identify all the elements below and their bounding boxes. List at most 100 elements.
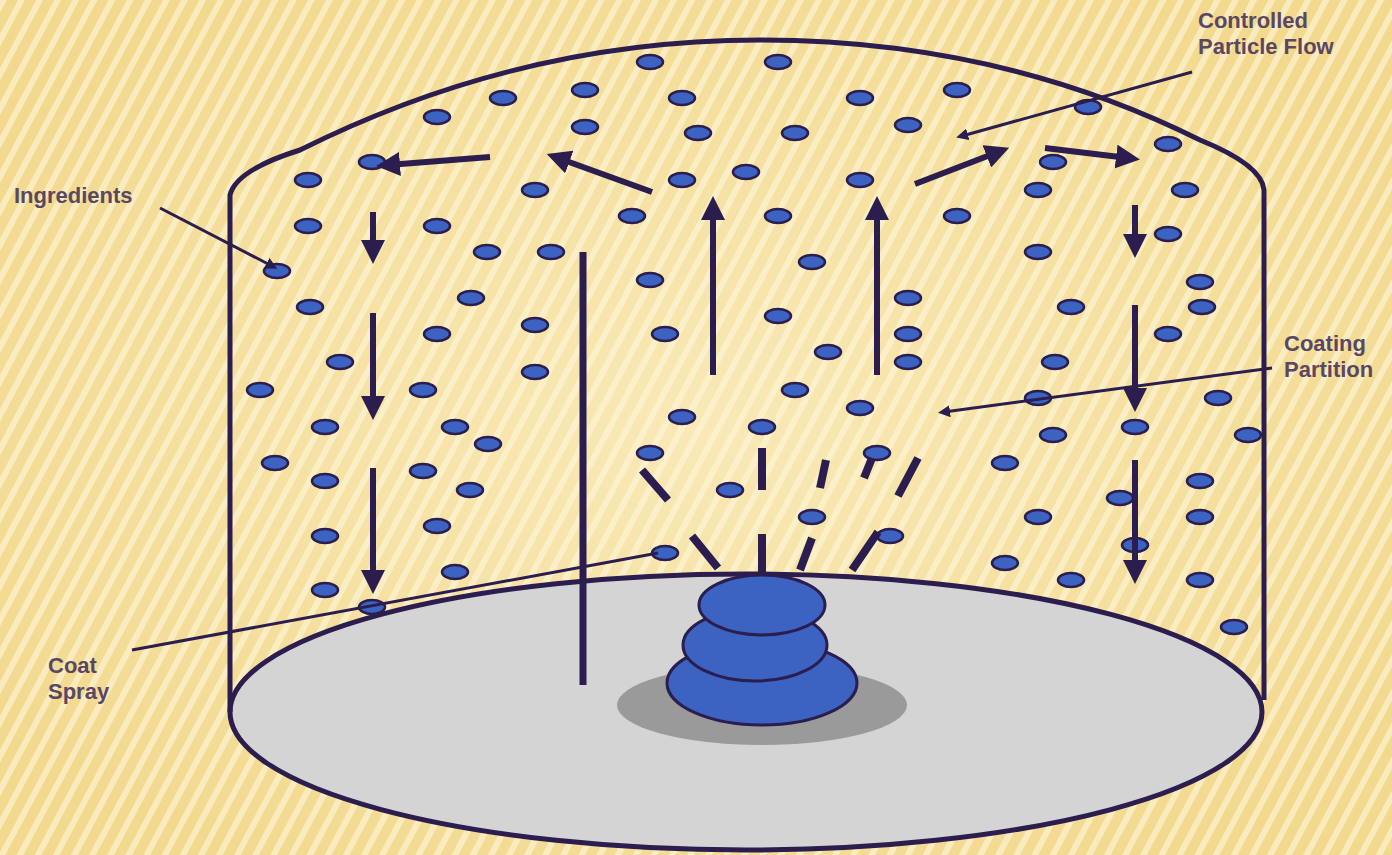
particle [1040,155,1066,169]
particle [1235,428,1261,442]
particle [442,565,468,579]
particle [637,55,663,69]
particle [475,437,501,451]
flow-arrow [370,468,376,582]
particle [1155,137,1181,151]
particle [992,556,1018,570]
flow-arrow [710,208,716,375]
particle [1189,300,1215,314]
spray-nozzle [667,575,857,725]
particle [424,519,450,533]
particle [1155,327,1181,341]
particle [749,420,775,434]
particle [669,173,695,187]
particle [1187,275,1213,289]
particle [1058,300,1084,314]
particle [490,91,516,105]
particle [458,291,484,305]
particle [312,420,338,434]
particle [312,583,338,597]
particle [522,318,548,332]
particle [424,219,450,233]
particle [944,83,970,97]
flow-arrow [370,212,376,252]
particle [619,209,645,223]
particle [327,355,353,369]
particle [799,510,825,524]
particle [572,83,598,97]
particle [1205,391,1231,405]
particle [295,173,321,187]
chamber-floor [230,574,1262,850]
particle [782,126,808,140]
particle [765,55,791,69]
particle [1187,510,1213,524]
particle [297,300,323,314]
particle [1122,420,1148,434]
particle [1040,428,1066,442]
particle [652,327,678,341]
spray-jet [642,470,668,500]
particle [895,291,921,305]
particle [815,345,841,359]
particle [895,355,921,369]
particle [992,456,1018,470]
particle [1025,183,1051,197]
particle [410,464,436,478]
callout-label: Coating Partition [1284,331,1388,383]
callout-label: Coat Spray [48,653,128,705]
flow-arrow [1132,460,1138,572]
flow-arrows [373,148,1135,582]
particle [944,209,970,223]
flow-arrow [558,158,652,192]
particle [1221,620,1247,634]
coating-partition [580,252,587,685]
particle [799,255,825,269]
spray-jets [642,448,918,574]
particle [637,446,663,460]
particle [262,456,288,470]
particle [457,483,483,497]
particle [1172,183,1198,197]
particle [538,245,564,259]
particle [572,120,598,134]
particle [669,91,695,105]
particle [312,474,338,488]
particle [782,383,808,397]
spray-jet [898,458,918,496]
particle [264,264,290,278]
particle [847,91,873,105]
particle [733,165,759,179]
flow-arrow [915,152,998,184]
particle [522,183,548,197]
particle [1042,355,1068,369]
particle [1025,510,1051,524]
callout-label: Controlled Particle Flow [1198,8,1373,60]
particle [847,401,873,415]
particle [410,383,436,397]
particle [295,219,321,233]
particle [877,529,903,543]
particle [359,155,385,169]
spray-jet [852,532,878,570]
callout-label: Ingredients [14,183,164,209]
particle [442,420,468,434]
particle [1155,227,1181,241]
spray-jet [758,448,766,490]
particle [637,273,663,287]
particle [247,383,273,397]
leader-lines [132,72,1272,650]
particles [247,55,1261,634]
particle [424,110,450,124]
particle [847,173,873,187]
particle [1025,245,1051,259]
particle [1187,474,1213,488]
particle [895,118,921,132]
particle [1107,491,1133,505]
particle [717,483,743,497]
particle [669,410,695,424]
chamber-wall [230,40,1264,712]
particle [765,309,791,323]
